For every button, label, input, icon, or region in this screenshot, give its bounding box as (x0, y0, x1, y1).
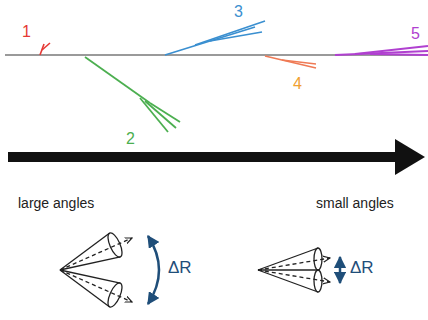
callout-number: 1 (22, 23, 31, 41)
delta-r-arrow (339, 257, 342, 283)
jet-2 (85, 57, 180, 132)
jet-4 (265, 56, 316, 68)
narrow-cones (258, 248, 330, 292)
axis-label: small angles (316, 196, 394, 211)
jet-1 (40, 43, 50, 55)
jet-3 (165, 21, 265, 55)
wide-cones (60, 231, 132, 309)
axis-label: large angles (18, 196, 94, 211)
angle-arrow (8, 139, 425, 175)
callout-number: 2 (126, 130, 135, 148)
callout-number: 3 (234, 3, 243, 21)
callout-number: 5 (411, 25, 420, 43)
jet-5 (335, 46, 428, 55)
delta-r-label: ΔR (168, 259, 192, 278)
delta-r-label: ΔR (350, 259, 374, 278)
callout-number: 4 (293, 75, 302, 93)
delta-r-arrow (148, 236, 159, 304)
